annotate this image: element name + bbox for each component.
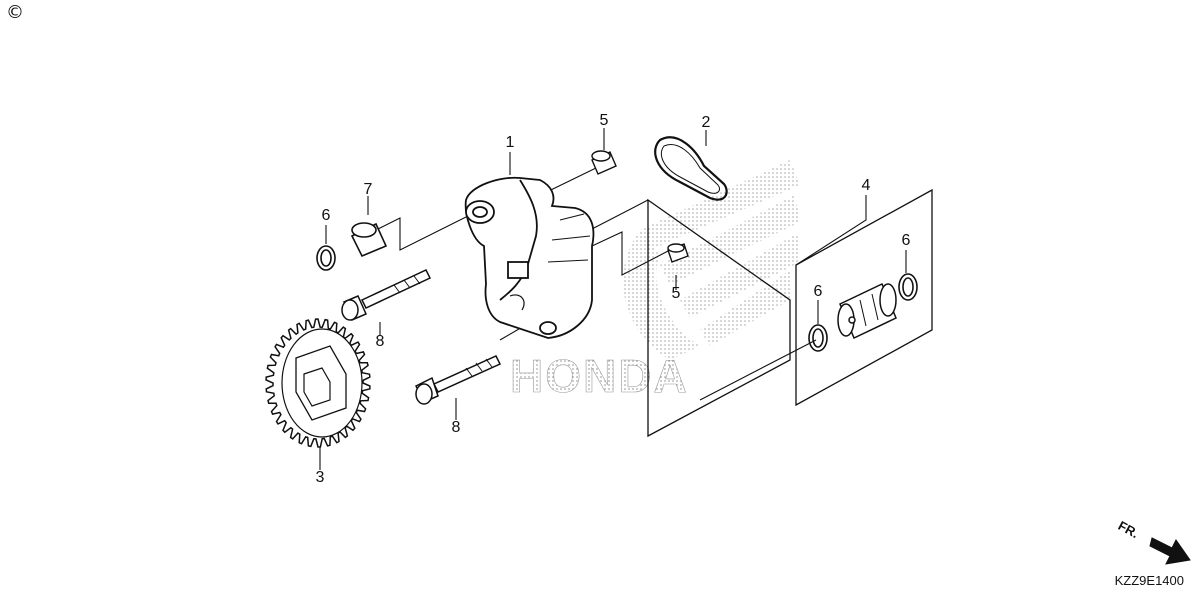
collar	[350, 222, 388, 258]
flange-bolt-upper	[341, 269, 432, 321]
watermark-text: HONDA	[510, 350, 689, 402]
copyright-mark: ©	[6, 2, 24, 23]
dowel-pin-upper	[591, 150, 617, 175]
o-ring-left	[316, 245, 336, 271]
o-ring-shaft-left	[808, 324, 828, 352]
callout-5-upper: 5	[599, 112, 609, 129]
pump-shaft	[837, 282, 897, 340]
callout-7: 7	[363, 181, 373, 198]
callout-1: 1	[505, 134, 515, 151]
gasket	[654, 136, 728, 201]
callout-8-lower: 8	[451, 419, 461, 436]
callout-6-middle: 6	[813, 283, 823, 300]
frame-part-4	[795, 188, 933, 407]
callout-2: 2	[701, 114, 711, 131]
dowel-pin-lower	[667, 243, 689, 263]
frame-pump	[647, 198, 791, 438]
front-arrow-icon	[1149, 537, 1191, 565]
leader-lines	[319, 128, 907, 470]
oil-pump-body	[464, 176, 595, 339]
watermark-wing	[623, 160, 800, 360]
callout-6-right: 6	[901, 232, 911, 249]
callout-8-upper: 8	[375, 333, 385, 350]
callout-5-lower: 5	[671, 285, 681, 302]
callout-4: 4	[861, 177, 871, 194]
gear	[265, 318, 371, 448]
o-ring-shaft-right	[898, 273, 918, 301]
diagram-code: KZZ9E1400	[1114, 573, 1184, 588]
callout-6-left: 6	[321, 207, 331, 224]
callout-3: 3	[315, 469, 325, 486]
flange-bolt-lower	[414, 355, 502, 405]
